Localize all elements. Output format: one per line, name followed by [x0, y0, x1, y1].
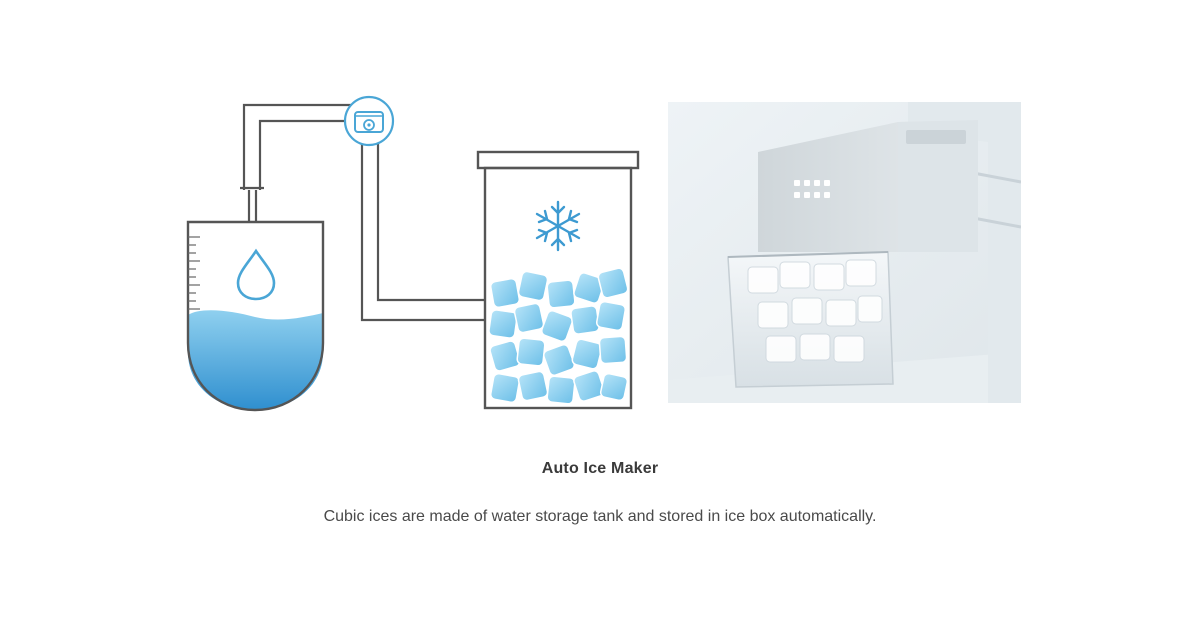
ice-maker-diagram — [186, 95, 640, 412]
ice-box — [476, 150, 640, 410]
water-tank — [186, 220, 325, 412]
valve-gear-icon — [343, 95, 395, 147]
ice-feed-pipe — [360, 143, 485, 322]
feature-title: Auto Ice Maker — [541, 460, 659, 477]
snowflake-icon — [535, 200, 581, 252]
water-drop-icon — [236, 248, 276, 301]
water-pipe — [240, 103, 355, 222]
ice-cubes — [488, 267, 629, 405]
feature-description: Cubic ices are made of water storage tan… — [323, 508, 877, 525]
ice-maker-photo — [668, 102, 1021, 403]
